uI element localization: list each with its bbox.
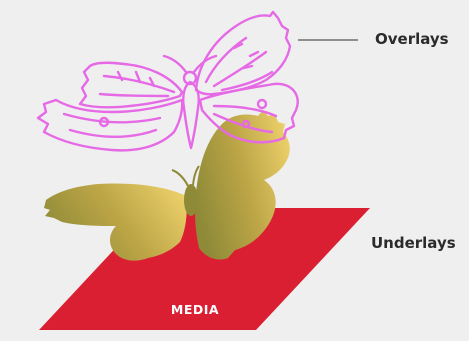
- overlays-label: Overlays: [375, 30, 449, 48]
- media-label: MEDIA: [170, 302, 220, 317]
- underlay-butterfly: [44, 110, 290, 261]
- overlay-butterfly: [36, 10, 299, 152]
- underlays-label: Underlays: [371, 234, 456, 252]
- media-layer: [39, 208, 370, 330]
